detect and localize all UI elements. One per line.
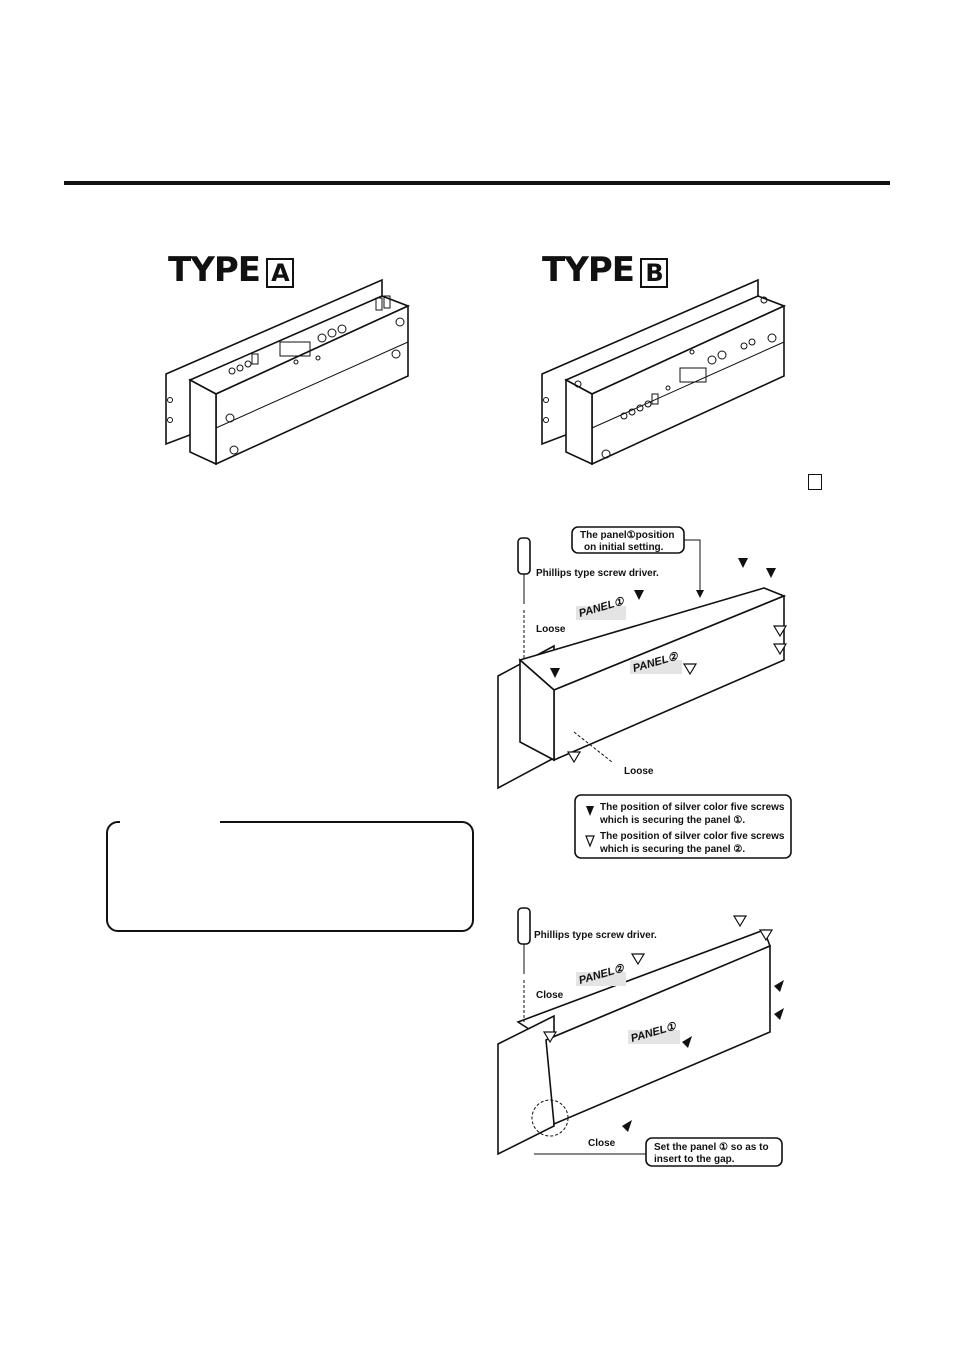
- page-marker-square: [808, 474, 822, 490]
- callout-position-line2: on initial setting.: [584, 542, 664, 553]
- callout-gap-line2: insert to the gap.: [654, 1154, 735, 1165]
- figure-2-panel-install: Phillips type screw driver. Close Close …: [497, 907, 784, 1167]
- screw-legend-box: The position of silver color five screws…: [574, 794, 792, 859]
- close-label-1: Close: [536, 990, 564, 1001]
- note-box-tab: [120, 819, 220, 825]
- legend-line2b: which is securing the panel ②.: [599, 844, 745, 855]
- screwdriver-icon-2: [517, 907, 531, 974]
- screwdriver-icon: [517, 537, 531, 604]
- header-rule: [64, 181, 890, 185]
- note-box: [106, 821, 474, 932]
- legend-line1a: The position of silver color five screws: [600, 802, 785, 813]
- type-b-device-illustration: [541, 278, 787, 466]
- legend-line1b: which is securing the panel ①.: [599, 815, 745, 826]
- driver-label: Phillips type screw driver.: [536, 568, 659, 579]
- type-a-device-illustration: [165, 278, 411, 466]
- hollow-arrow-icon-fig2: [542, 915, 774, 1044]
- loose-label-1: Loose: [536, 624, 566, 635]
- filled-arrow-icon: [550, 558, 776, 678]
- driver-label-2: Phillips type screw driver.: [534, 930, 657, 941]
- legend-line2a: The position of silver color five screws: [600, 831, 785, 842]
- hollow-arrow-icon: [566, 625, 788, 764]
- callout-position-line1: The panel①position: [580, 530, 675, 541]
- filled-arrow-legend-icon: [586, 806, 594, 816]
- type-b-letter-box: B: [639, 258, 668, 288]
- close-label-2: Close: [588, 1138, 616, 1149]
- type-a-word: TYPE: [168, 250, 261, 290]
- loose-label-2: Loose: [624, 766, 654, 777]
- callout-gap-line1: Set the panel ① so as to: [654, 1142, 769, 1153]
- filled-arrow-icon-fig2: [622, 980, 784, 1132]
- type-a-letter-box: A: [265, 258, 294, 288]
- hollow-arrow-legend-icon: [585, 835, 595, 848]
- type-b-word: TYPE: [542, 250, 635, 290]
- figure-1-panel-removal: The panel①position on initial setting. P…: [497, 526, 788, 790]
